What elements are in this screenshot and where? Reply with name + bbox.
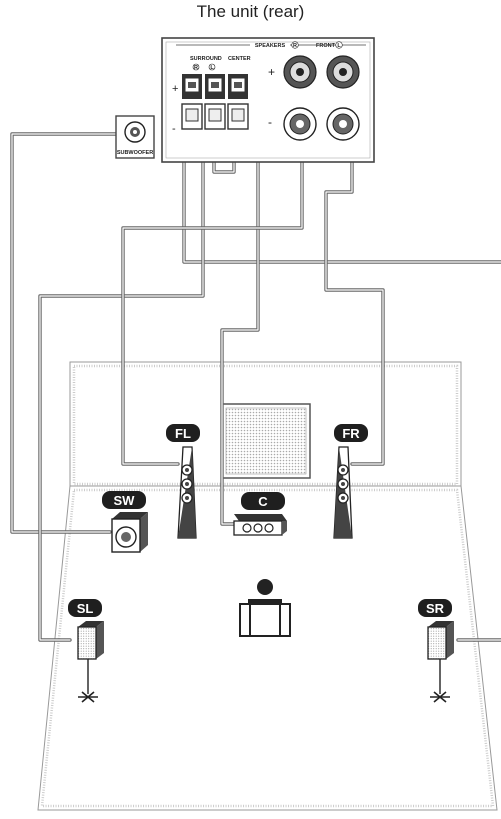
room-outline: [37, 361, 498, 811]
surround-right-speaker-icon: [427, 621, 454, 703]
front-left-speaker-icon: [177, 446, 197, 539]
surround-left-speaker-icon: [77, 621, 104, 703]
label-front-right: FR: [342, 426, 360, 441]
front-binding-posts: [283, 55, 360, 141]
surround-left-mark: L: [210, 65, 214, 71]
front-label: FRONT: [316, 43, 336, 49]
subwoofer-speaker-icon: [111, 512, 148, 553]
front-right-speaker-icon: [333, 446, 353, 539]
tv-screen: [221, 403, 311, 479]
front-right-mark: R: [293, 43, 297, 49]
minus-mark-left: -: [172, 123, 176, 135]
rear-panel: SPEAKERS SURROUND CENTER FRONT R L R L +…: [161, 37, 375, 163]
minus-mark-front: -: [268, 115, 272, 129]
speaker-cables: [10, 104, 501, 642]
spring-terminals: [181, 74, 249, 130]
speakers-label: SPEAKERS: [255, 43, 286, 49]
surround-label: SURROUND: [190, 56, 222, 62]
surround-right-mark: R: [194, 65, 198, 71]
speaker-labels: FL FR C SW SL SR: [68, 424, 452, 617]
diagram-title: The unit (rear): [196, 2, 305, 21]
plus-mark-front: +: [268, 65, 275, 79]
subwoofer-jack-label: SUBWOOFER: [117, 150, 153, 156]
label-surround-right: SR: [426, 601, 445, 616]
label-center: C: [258, 494, 268, 509]
center-label: CENTER: [228, 56, 251, 62]
label-surround-left: SL: [77, 601, 94, 616]
center-speaker-icon: [233, 514, 287, 536]
plus-mark-left: +: [172, 83, 178, 95]
label-front-left: FL: [175, 426, 191, 441]
label-subwoofer: SW: [114, 493, 136, 508]
subwoofer-jack: SUBWOOFER: [115, 115, 155, 159]
listener-seat-icon: [239, 579, 291, 637]
front-left-mark: L: [337, 43, 341, 49]
